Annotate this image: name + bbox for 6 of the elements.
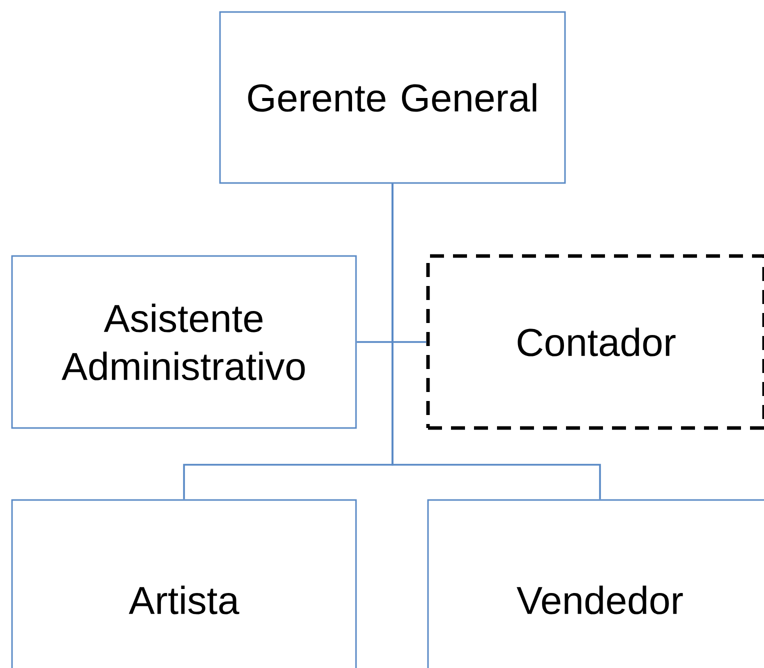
org-box: Asistente Administrativo <box>11 255 357 429</box>
connector-line <box>392 184 601 500</box>
dashed-box: Contador <box>426 254 764 430</box>
org-box: Artista <box>11 499 357 668</box>
org-box: Vendedor <box>427 499 764 668</box>
org-box: Gerente General <box>219 11 566 184</box>
